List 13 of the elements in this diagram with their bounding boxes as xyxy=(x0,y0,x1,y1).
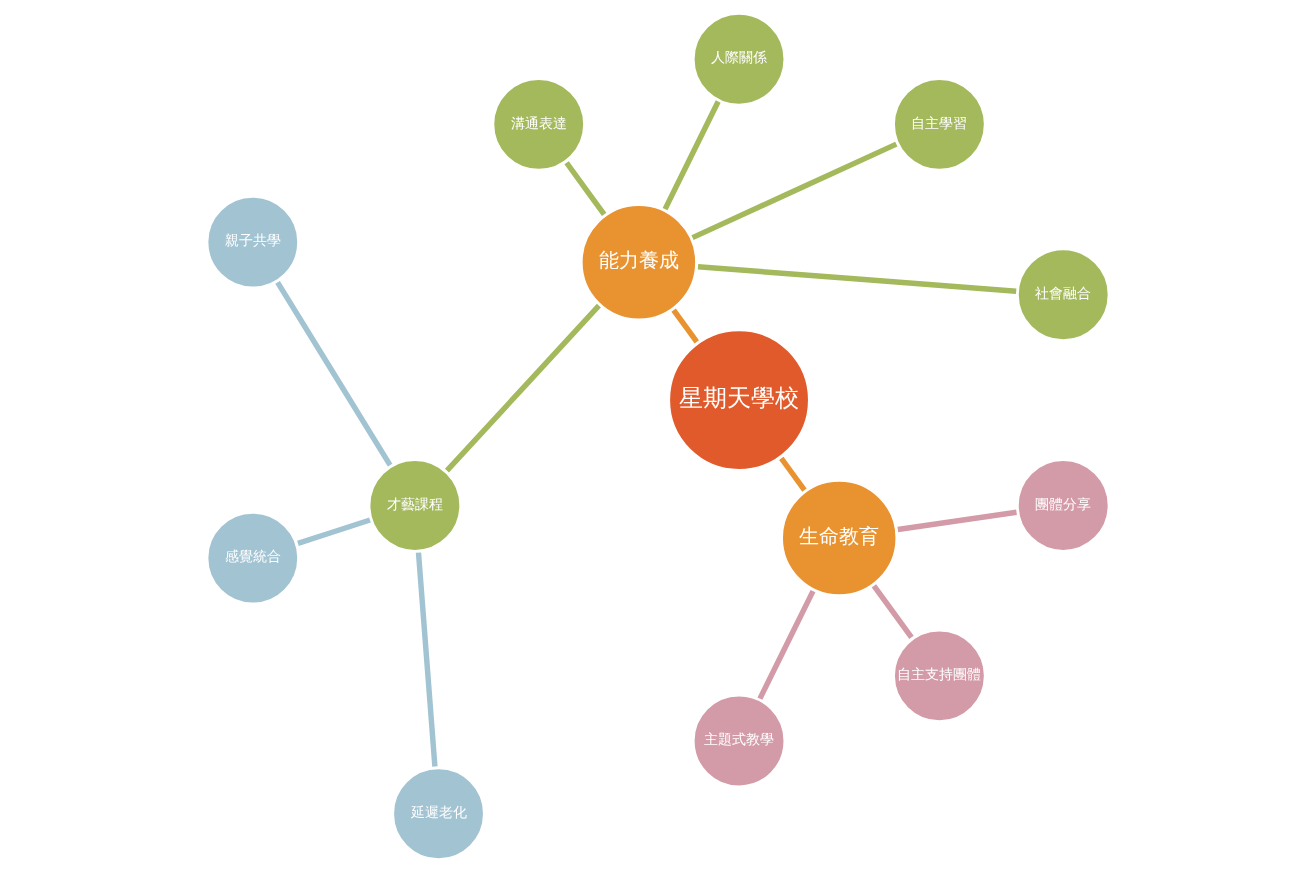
connector xyxy=(274,280,392,467)
connector xyxy=(662,100,721,211)
connector xyxy=(697,264,1016,294)
connector xyxy=(871,584,914,640)
connector xyxy=(896,509,1017,533)
connector xyxy=(296,517,371,546)
connector xyxy=(757,589,815,700)
connector xyxy=(690,141,897,241)
connector xyxy=(563,161,606,217)
connector xyxy=(778,456,807,492)
connector xyxy=(415,552,438,767)
connector xyxy=(444,303,601,473)
connector xyxy=(670,308,699,344)
